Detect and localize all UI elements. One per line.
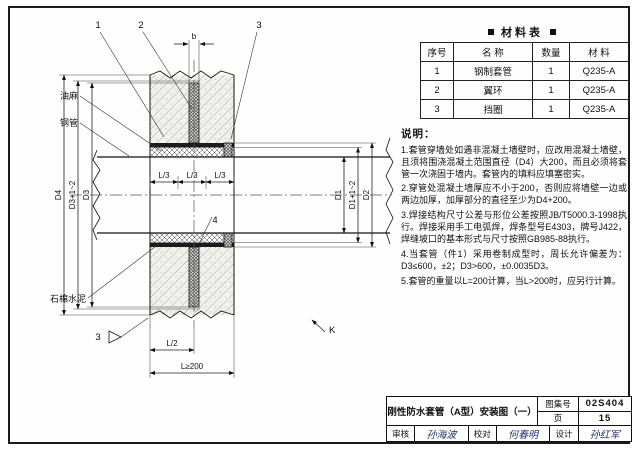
cell-material: Q235-A (569, 80, 629, 100)
cell-name: 钢制套管 (453, 61, 533, 81)
note-item: 5.套管的重量以L=200计算，当L>200时，应另行计算。 (401, 275, 622, 286)
material-table-title: 材料表 (501, 27, 543, 39)
review-label: 审核 (387, 426, 416, 441)
label-steel-pipe: 钢管 (60, 117, 78, 128)
dim-d3-label: D3 (82, 189, 91, 200)
cell-material: Q235-A (569, 61, 629, 81)
pipe-break-line-right (385, 137, 394, 245)
wall-break-line-bottom (149, 310, 235, 319)
page-number-value: 15 (598, 412, 612, 424)
atlas-number-value: 02S404 (585, 398, 625, 410)
page-title: 刚性防水套管（A型）安装图（一） (387, 397, 538, 425)
cell-qty: 1 (532, 80, 570, 100)
decor-square-icon (550, 29, 556, 35)
part-labels: 油麻 钢管 石棉水泥 (50, 90, 162, 304)
weld-mark-number: 3 (95, 332, 100, 343)
col-header-name: 名 称 (453, 42, 533, 62)
material-table-title-row: 材料表 (428, 24, 616, 40)
dim-l3-label: L/3 (158, 171, 170, 180)
label-oakum: 油麻 (60, 90, 78, 101)
table-row: 1 钢制套管 1 Q235-A (420, 61, 629, 81)
dim-d2-label: D2 (362, 189, 371, 200)
review-signature: 孙海波 (415, 426, 469, 441)
weld-mark: 3 (95, 317, 149, 344)
view-k-label: K (329, 325, 336, 336)
col-header-no: 序号 (420, 42, 454, 62)
col-header-qty: 数量 (532, 42, 570, 62)
callout-3: 3 (256, 20, 261, 31)
signature-row: 审核 孙海波 校对 何春明 设计 孙红军 (386, 425, 632, 442)
note-item: 1.套管穿墙处如遇非混凝土墙壁时，应改用混凝土墙壁，且须将围浇混凝土范围直径（D… (401, 144, 627, 179)
proof-label: 校对 (469, 426, 497, 441)
dim-d3-clearance-label: D3+1~2 (68, 180, 77, 209)
note-item: 2.穿管处混凝土墙厚应不小于200，否则应将墙壁一边或两边加厚，加厚部分的直径至… (401, 183, 627, 206)
wall-break-line-top (149, 70, 235, 79)
cell-no: 1 (420, 61, 454, 81)
material-table: 序号 名 称 数量 材 料 1 钢制套管 1 Q235-A 2 翼环 1 Q23… (420, 42, 629, 119)
dim-lmin-label: L≥200 (181, 362, 204, 371)
design-label: 设计 (550, 426, 579, 441)
label-asbestos-cement: 石棉水泥 (50, 293, 86, 304)
installation-drawing: D4 D3+1~2 D3 D1 D1+1~2 D2 b (50, 20, 394, 378)
decor-square-icon (488, 29, 494, 35)
cell-qty: 1 (532, 99, 570, 119)
dim-l3-label: L/3 (214, 171, 226, 180)
dim-l3-label: L/3 (186, 171, 198, 180)
title-block: 刚性防水套管（A型）安装图（一） 图集号 02S404 页 15 (386, 396, 632, 426)
atlas-number-label: 图集号 (538, 397, 579, 411)
dim-d1-clearance-label: D1+1~2 (348, 180, 357, 209)
cell-no: 3 (420, 99, 454, 119)
design-signature: 孙红军 (589, 430, 620, 441)
right-diameter-dims: D1 D1+1~2 D2 (234, 142, 376, 248)
dim-b: b (174, 32, 214, 105)
cell-no: 2 (420, 80, 454, 100)
cell-name: 挡圈 (453, 99, 533, 119)
view-k-arrow: K (311, 319, 336, 336)
callouts: 1 2 3 4 (95, 20, 262, 245)
pipe-break-line-left (92, 149, 101, 241)
table-row: 2 翼环 1 Q235-A (420, 80, 629, 100)
note-item: 3.焊接结构尺寸公差与形位公差按照JB/T5000.3-1998执行。焊接采用手… (401, 210, 627, 244)
callout-4: 4 (212, 215, 217, 226)
callout-1: 1 (95, 20, 100, 31)
notes-section: 说明： 1.套管穿墙处如遇非混凝土墙壁时，应改用混凝土墙壁，且须将围浇混凝土范围… (401, 128, 627, 290)
page-number-label: 页 (538, 411, 579, 425)
left-diameter-dims: D4 D3+1~2 D3 (54, 74, 200, 316)
dim-l3-chain: L/3 L/3 L/3 (149, 171, 235, 189)
col-header-material: 材 料 (569, 42, 629, 62)
bottom-dims: L/2 L≥200 (149, 315, 235, 378)
callout-2: 2 (138, 20, 143, 31)
annular-packing (151, 147, 233, 243)
material-table-header-row: 序号 名 称 数量 材 料 (420, 42, 629, 62)
cell-name: 翼环 (453, 80, 533, 100)
cell-material: Q235-A (569, 99, 629, 119)
dim-l2-label: L/2 (166, 339, 178, 348)
note-item: 4.当套管（件1）采用卷制成型时，周长允许偏差为：D3≤600，±2；D3>60… (401, 248, 627, 271)
cell-qty: 1 (532, 61, 570, 81)
dim-d1-label: D1 (334, 189, 343, 200)
notes-title: 说明： (401, 128, 436, 140)
dim-d4-label: D4 (54, 189, 63, 200)
steel-pipe (92, 137, 394, 245)
dim-b-label: b (192, 32, 197, 41)
table-row: 3 挡圈 1 Q235-A (420, 99, 629, 119)
proof-signature: 何春明 (497, 426, 551, 441)
